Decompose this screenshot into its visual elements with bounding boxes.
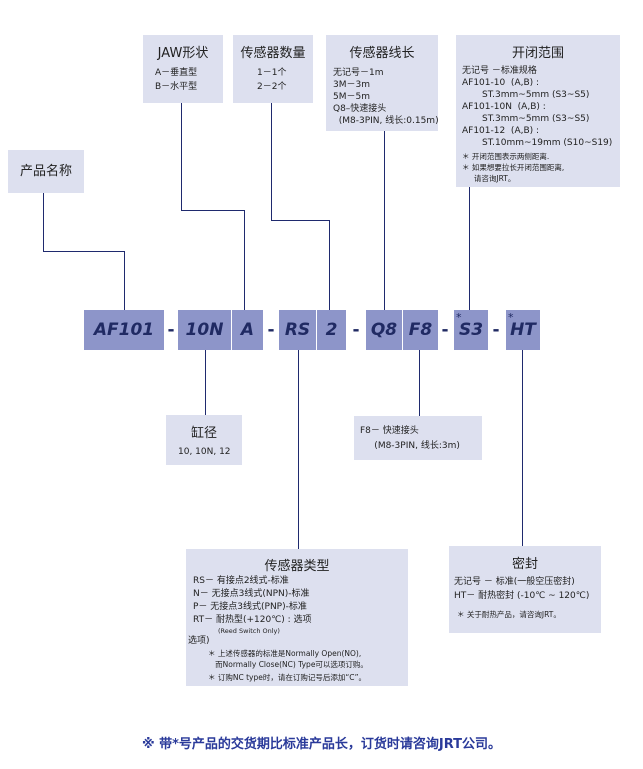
jaw-option-b: B－水平型 <box>155 82 198 92</box>
code-segment-open-range: S3 <box>454 310 488 350</box>
connector-seal-v <box>522 350 523 546</box>
code-segment-cable: Q8 <box>366 310 402 350</box>
footer-note: ※ 带*号产品的交货期比标准产品长，订货时请咨询JRT公司。 <box>141 737 502 752</box>
connector-qty-h <box>271 220 330 221</box>
connector-cable-v <box>384 131 385 310</box>
connector-qty-v <box>271 103 272 220</box>
connector-f8-v <box>419 350 420 416</box>
sensor-qty-box: 传感器数量 1－1个 2－2个 <box>233 35 313 103</box>
bore-values: 10, 10N, 12 <box>178 447 231 457</box>
connector-jaw-v <box>244 210 245 310</box>
cable-option-5: (M8-3PIN, 线长:0.15m) <box>333 116 439 126</box>
jaw-option-a: A－垂直型 <box>155 68 198 78</box>
seal-box: 密封 无记号 － 标准(一般空压密封) HT－ 耐热密封 (-10℃ ~ 120… <box>449 546 601 633</box>
code-segment-seal: HT <box>506 310 540 350</box>
sensor-qty-option-2: 2－2个 <box>257 82 287 92</box>
connector-jaw-up <box>181 103 182 211</box>
code-segment-sensor-qty: 2 <box>316 310 346 350</box>
code-segment-model: AF101 <box>84 310 164 350</box>
code-separator-1: - <box>167 320 175 340</box>
product-name-box: 产品名称 <box>8 150 84 193</box>
code-star-seal: * <box>508 311 514 324</box>
bore-title: 缸径 <box>190 426 217 441</box>
range-note-3: 请咨询JRT。 <box>462 174 516 183</box>
sensor-type-n: N－ 无接点3线式(NPN)-标准 <box>193 589 310 599</box>
code-star-open-range: * <box>456 311 462 324</box>
sensor-type-note-3: ＊ 订购NC type时，请在订购记号后添加“C”。 <box>208 673 367 682</box>
seal-option-ht: HT－ 耐热密封 (-10℃ ~ 120℃) <box>454 591 590 601</box>
jaw-shape-box: JAW形状 A－垂直型 B－水平型 <box>143 35 223 103</box>
code-separator-5: - <box>492 320 500 340</box>
connector-jaw-h <box>181 210 245 211</box>
cable-option-2: 3M－3m <box>333 80 370 90</box>
sensor-type-p: P－ 无接点3线式(PNP)-标准 <box>193 602 307 612</box>
code-segment-connector: F8 <box>402 310 438 350</box>
cable-length-title: 传感器线长 <box>349 46 415 61</box>
sensor-type-option: 选项) <box>188 636 210 646</box>
sensor-type-note-1: ＊ 上述传感器的标准是Normally Open(NO), <box>208 649 362 658</box>
connector-product-v <box>124 251 125 310</box>
jaw-shape-title: JAW形状 <box>157 46 209 61</box>
sensor-type-title: 传感器类型 <box>264 559 330 574</box>
seal-note: ＊ 关于耐热产品，请咨询JRT。 <box>457 610 561 619</box>
connector-product-h <box>43 251 125 252</box>
f8-connector-box: F8－ 快速接头 (M8-3PIN, 线长:3m) <box>354 416 482 460</box>
cable-option-3: 5M－5m <box>333 92 370 102</box>
sensor-type-rt: RT－ 耐热型(+120℃) : 选项 <box>193 615 312 625</box>
range-line-5: ST.3mm~5mm (S3~S5) <box>462 114 590 124</box>
range-line-6: AF101-12 (A,B) : <box>462 126 540 136</box>
range-line-2: AF101-10 (A,B) : <box>462 78 540 88</box>
connector-qty-down <box>329 220 330 310</box>
sensor-qty-title: 传感器数量 <box>240 46 306 61</box>
range-note-1: ＊ 开闭范围表示两侧距离. <box>462 152 550 161</box>
sensor-qty-option-1: 1－1个 <box>257 68 287 78</box>
code-separator-2: - <box>267 320 275 340</box>
cable-option-1: 无记号－1m <box>333 68 384 78</box>
code-segment-sensor-type: RS <box>279 310 316 350</box>
open-close-range-box: 开闭范围 无记号 －标准规格 AF101-10 (A,B) : ST.3mm~5… <box>456 35 620 187</box>
sensor-type-box: 传感器类型 RS－ 有接点2线式-标准 N－ 无接点3线式(NPN)-标准 P－… <box>186 549 408 686</box>
sensor-type-reed: (Reed Switch Only) <box>218 627 280 635</box>
range-line-7: ST.10mm~19mm (S10~S19) <box>462 138 613 148</box>
product-name-title: 产品名称 <box>19 164 72 179</box>
connector-type-v <box>298 350 299 549</box>
cable-length-box: 传感器线长 无记号－1m 3M－3m 5M－5m Q8–快速接头 (M8-3PI… <box>326 35 439 131</box>
code-separator-3: - <box>352 320 360 340</box>
sensor-type-rs: RS－ 有接点2线式-标准 <box>193 576 289 586</box>
range-line-1: 无记号 －标准规格 <box>462 66 537 76</box>
sensor-type-note-2: 而Normally Close(NC) Type可以选项订购。 <box>208 660 368 669</box>
seal-title: 密封 <box>511 557 538 572</box>
code-segment-jaw: A <box>231 310 263 350</box>
bore-box: 缸径 10, 10N, 12 <box>166 415 242 465</box>
open-close-range-title: 开闭范围 <box>511 46 564 61</box>
range-note-2: ＊ 如果想要拉长开闭范围距离, <box>462 163 565 172</box>
connector-open-v <box>469 187 470 310</box>
seal-option-standard: 无记号 － 标准(一般空压密封) <box>454 577 575 587</box>
cable-option-4: Q8–快速接头 <box>333 104 387 114</box>
range-line-4: AF101-10N (A,B) : <box>462 102 546 112</box>
f8-line-1: F8－ 快速接头 <box>360 426 419 436</box>
f8-line-2: (M8-3PIN, 线长:3m) <box>360 441 460 451</box>
code-segment-bore: 10N <box>178 310 231 350</box>
connector-bore-v <box>205 350 206 422</box>
code-separator-4: - <box>441 320 449 340</box>
connector-product-up <box>43 193 44 252</box>
range-line-3: ST.3mm~5mm (S3~S5) <box>462 90 590 100</box>
